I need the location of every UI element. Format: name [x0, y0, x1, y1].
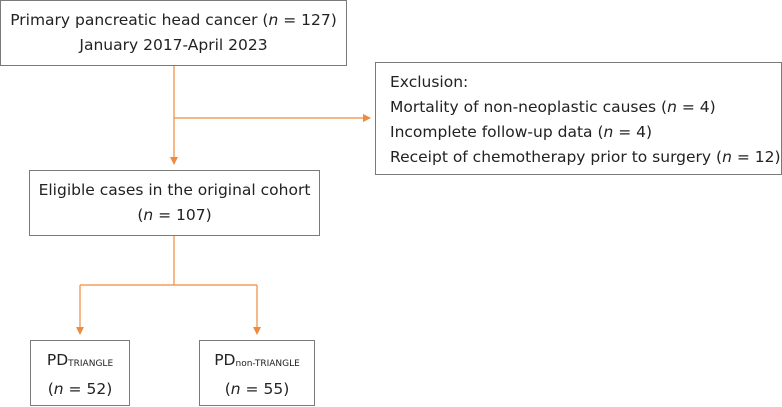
- triangle-count-line: (n = 52): [31, 377, 129, 402]
- n-symbol: n: [603, 123, 614, 141]
- eligible-count-line: (n = 107): [30, 203, 319, 228]
- exclusion-item-text: Mortality of non-neoplastic causes (: [390, 98, 668, 116]
- group-subscript: TRIANGLE: [68, 359, 114, 369]
- cohort-count: = 127): [278, 11, 337, 29]
- n-symbol: n: [268, 11, 279, 29]
- exclusion-item: Incomplete follow-up data (n = 4): [390, 120, 781, 145]
- paren-open: (: [224, 380, 231, 398]
- non-triangle-count-line: (n = 55): [200, 377, 314, 402]
- cohort-title: Primary pancreatic head cancer (n = 127): [1, 8, 346, 33]
- non-triangle-group-box: PDnon-TRIANGLE (n = 55): [199, 340, 315, 406]
- triangle-group-box: PDTRIANGLE (n = 52): [30, 340, 130, 406]
- non-triangle-count: = 55): [240, 380, 290, 398]
- n-symbol: n: [53, 380, 64, 398]
- n-symbol: n: [722, 148, 732, 166]
- n-symbol: n: [143, 206, 154, 224]
- exclusion-item: Mortality of non-neoplastic causes (n = …: [390, 95, 781, 120]
- group-subscript: non-TRIANGLE: [235, 359, 300, 369]
- eligible-title: Eligible cases in the original cohort: [38, 181, 311, 199]
- exclusion-item-text: Receipt of chemotherapy prior to surgery…: [390, 148, 723, 166]
- non-triangle-group-label: PDnon-TRIANGLE: [200, 348, 314, 377]
- exclusion-item: Receipt of chemotherapy prior to surgery…: [390, 145, 781, 170]
- exclusion-item-count: = 12): [731, 148, 781, 166]
- n-symbol: n: [667, 98, 677, 116]
- cohort-box: Primary pancreatic head cancer (n = 127)…: [0, 0, 347, 66]
- pd-label: PD: [214, 351, 236, 369]
- cohort-title-prefix: Primary pancreatic head cancer (: [10, 11, 269, 29]
- cohort-date-range: January 2017-April 2023: [79, 36, 268, 54]
- exclusion-item-count: = 4): [676, 98, 716, 116]
- pd-label: PD: [46, 351, 69, 369]
- triangle-count: = 52): [63, 380, 113, 398]
- exclusion-item-text: Incomplete follow-up data (: [390, 123, 604, 141]
- exclusion-title: Exclusion:: [390, 73, 469, 91]
- paren-open: (: [47, 380, 54, 398]
- n-symbol: n: [230, 380, 241, 398]
- triangle-group-label: PDTRIANGLE: [31, 348, 129, 377]
- paren-open: (: [137, 206, 144, 224]
- exclusion-item-count: = 4): [613, 123, 653, 141]
- eligible-box: Eligible cases in the original cohort (n…: [29, 170, 320, 236]
- eligible-count: = 107): [153, 206, 212, 224]
- exclusion-box: Exclusion: Mortality of non-neoplastic c…: [375, 62, 782, 175]
